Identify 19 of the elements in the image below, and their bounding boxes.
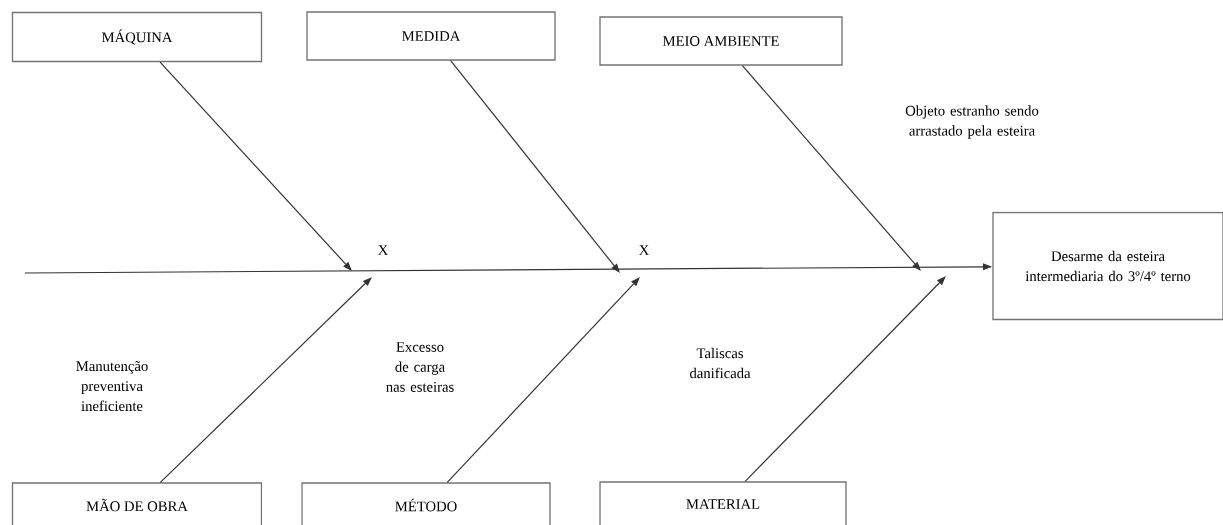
category-box: MEDIDA [306,11,556,61]
category-box: MÉTODO [301,482,551,525]
arrow [450,60,620,273]
category-box: MEIO AMBIENTE [599,16,843,66]
cause-text: Taliscas danificada [690,347,751,379]
category-box: MÁQUINA [11,11,263,63]
cause-text: Manutenção preventiva ineficiente [76,361,148,411]
cause-text: Objeto estranho sendo arrastado pela esteira [905,105,1039,139]
effect-box: Desarme da esteira intermediaria do 3º/4º terno [992,211,1223,321]
arrow [159,61,352,271]
x-mark: X [378,245,389,255]
arrow [159,277,372,483]
category-box: MATERIAL [599,481,847,525]
arrow [741,65,921,271]
category-box: MÃO DE OBRA [11,482,263,525]
cause-text: Excesso de carga nas esteiras [386,342,454,392]
arrow [446,277,640,483]
arrow [744,276,946,482]
x-mark: X [639,245,650,255]
